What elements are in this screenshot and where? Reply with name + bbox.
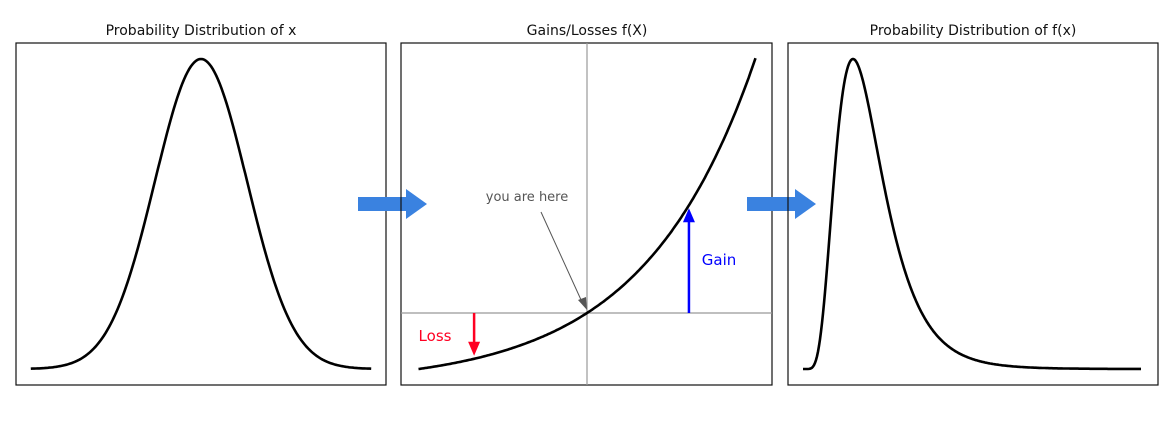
skewed-curve [803,57,1141,371]
gain-label: Gain [702,251,737,269]
panel-title: Probability Distribution of f(x) [870,23,1077,39]
normal-curve [30,57,372,370]
loss-label: Loss [419,327,452,345]
you-are-here-label: you are here [486,190,568,205]
panel-gains-losses: Gains/Losses f(X) you are here Loss Gain [400,23,773,386]
panel-fx-distribution: Probability Distribution of f(x) [787,23,1159,386]
panel-title: Probability Distribution of x [106,23,297,39]
plot-frame [15,42,387,386]
panel-title: Gains/Losses f(X) [527,23,648,39]
pointer-arrowhead-icon [578,297,587,310]
plot-frame [787,42,1159,386]
panel-x-distribution: Probability Distribution of x [15,23,387,386]
flow-arrow-icon [358,189,427,219]
loss-arrow [468,313,481,356]
arrowhead-icon [468,341,481,356]
arrowhead-icon [682,208,695,223]
you-are-here-pointer [540,211,583,303]
flow-arrow-icon [747,189,816,219]
gain-arrow [682,208,695,313]
value-function-curve [418,57,757,371]
